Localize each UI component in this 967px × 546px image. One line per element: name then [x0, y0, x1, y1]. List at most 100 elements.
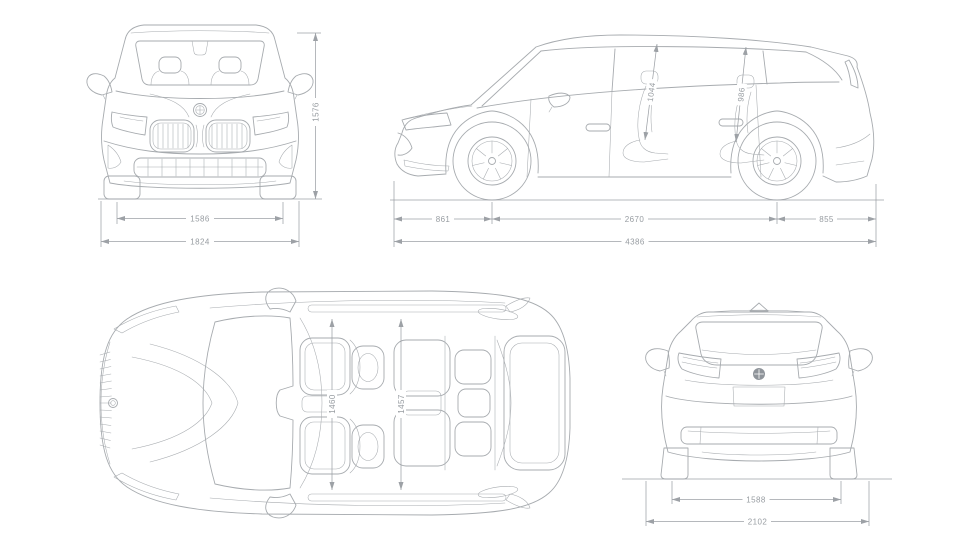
dim-front-interior-height: 1044	[643, 43, 659, 141]
roof-arc	[708, 309, 810, 313]
rear-car-drawing	[645, 302, 873, 480]
top-body-outline	[99, 290, 571, 516]
dim-overall-length: 4386	[394, 236, 876, 247]
diffuser	[701, 451, 817, 456]
rear-right-tire	[829, 447, 858, 480]
door-handle	[585, 123, 611, 132]
front-dimensions: 1576 1586 1824	[98, 32, 322, 247]
taillight-side	[844, 59, 859, 89]
rear-bench-top	[393, 335, 496, 471]
side-car-drawing	[394, 34, 875, 201]
rear-skirt	[835, 160, 865, 166]
dim-overall-width: 1824	[101, 236, 299, 247]
front-view: 1576 1586 1824	[86, 24, 322, 247]
top-view: 1460 1457	[99, 287, 571, 519]
hood-cut	[408, 105, 473, 119]
dim-label: 2670	[625, 215, 645, 224]
rear-left-tire	[660, 447, 689, 480]
b-pillar-door-line	[608, 90, 613, 178]
bumper-line	[103, 140, 297, 155]
headlight-band	[113, 472, 180, 501]
grille-hatch-lines	[99, 351, 112, 449]
side-mirrors	[86, 73, 314, 100]
dim-wheelbase: 2670	[492, 214, 777, 224]
side-dimensions: 1044 986 861 2	[390, 43, 884, 247]
front-intake	[403, 159, 450, 172]
trunk-hatch-top	[477, 308, 566, 498]
front-headlights	[110, 111, 290, 136]
hood-creases	[149, 93, 251, 118]
rearview-mirror	[191, 40, 209, 56]
antenna-fin	[749, 302, 769, 312]
b-pillar	[611, 48, 616, 92]
lower-trim	[680, 426, 838, 445]
rail-rear-flare	[505, 297, 531, 509]
door-mirror-top	[265, 287, 297, 313]
headlight-band	[113, 305, 180, 334]
dim-rear-interior-height: 986	[734, 46, 748, 143]
side-intakes	[107, 144, 293, 169]
taillight-top	[477, 486, 519, 498]
rear-window	[695, 321, 823, 366]
kidney-grille	[149, 119, 251, 153]
front-wheel	[452, 121, 532, 201]
bmw-roundel-icon	[193, 103, 207, 117]
rear-mirrors	[645, 348, 873, 377]
dim-track-width: 1586	[117, 213, 283, 224]
roof-inner-line	[540, 46, 807, 53]
dim-label: 1588	[746, 496, 766, 505]
dim-label: 1576	[312, 102, 321, 122]
roof-rail	[307, 304, 507, 313]
plate-recess	[732, 386, 786, 407]
taillight-top	[477, 308, 519, 320]
bumper-top-line	[665, 395, 853, 405]
roof-front-edge	[299, 317, 323, 489]
dim-front-overhang: 861	[394, 214, 492, 224]
wing-mirror	[548, 92, 571, 108]
hood-v-crease	[131, 356, 213, 450]
rear-door-cut	[755, 84, 762, 178]
rear-wheel	[737, 121, 817, 201]
side-view: 1044 986 861 2	[390, 34, 884, 247]
dim-label: 1586	[190, 215, 210, 224]
rear-bumper-line	[835, 133, 871, 149]
rear-body-outline	[661, 311, 857, 462]
dim-rear-track: 1588	[672, 494, 841, 505]
lower-grille	[133, 157, 267, 178]
door-mirror-top	[265, 493, 297, 519]
front-wheel-arch	[445, 110, 539, 174]
side-headlight	[401, 112, 452, 131]
front-car-drawing	[86, 24, 314, 200]
dim-label: 4386	[625, 238, 645, 247]
hood-v-crease	[149, 343, 239, 463]
dim-rear-overhang: 855	[777, 214, 876, 224]
dim-label: 855	[819, 215, 834, 224]
top-dimensions: 1460 1457	[327, 319, 406, 490]
front-body-outline	[101, 24, 299, 189]
side-inner-line	[209, 300, 506, 506]
tailgate-seam	[684, 379, 834, 386]
hood-line	[115, 90, 285, 99]
c-pillar	[805, 51, 843, 81]
rear-view: 1588 2102	[622, 302, 892, 527]
rear-window-inner	[701, 349, 817, 355]
dim-label: 861	[436, 215, 451, 224]
bmw-roundel-icon	[108, 398, 118, 408]
bmw-roundel-icon	[753, 368, 765, 380]
roof-rail	[307, 493, 507, 502]
beltline	[476, 81, 840, 109]
dim-label: 1824	[190, 238, 210, 247]
dim-width-incl-mirrors: 2102	[646, 516, 869, 527]
front-roof-line	[130, 30, 270, 34]
dim-label: 986	[736, 87, 746, 103]
dim-label: 1460	[328, 394, 337, 414]
dim-front-interior-width: 1460	[327, 319, 337, 490]
front-door-cut	[526, 98, 532, 178]
taillights	[677, 352, 841, 379]
door-handle	[718, 118, 744, 127]
headrest	[218, 56, 242, 74]
headrest	[158, 56, 182, 74]
top-car-drawing	[99, 287, 571, 519]
windshield-top	[202, 315, 294, 491]
